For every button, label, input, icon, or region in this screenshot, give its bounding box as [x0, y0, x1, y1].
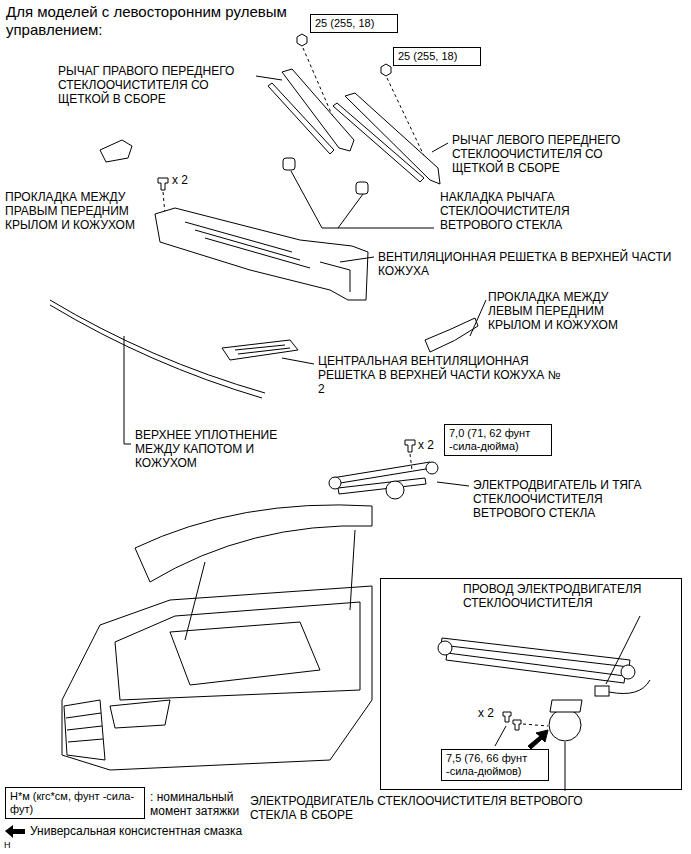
motor-gear — [550, 700, 582, 712]
motor — [386, 481, 404, 499]
wiper-motor — [549, 709, 581, 741]
pivot — [621, 665, 635, 679]
quantity: x 2 — [172, 173, 202, 187]
wiper-linkage — [446, 653, 625, 683]
leader-line — [291, 171, 434, 228]
parts-group — [50, 34, 650, 791]
quantity: x 2 — [418, 438, 442, 452]
leader-line — [124, 336, 131, 444]
part-name: ПРОВОД ЭЛЕКТРОДВИГАТЕЛЯ СТЕКЛООЧИСТИТЕЛЯ — [463, 582, 673, 610]
legend-torque-box: Н*м (кгс*см, фунт -сила-фут) — [5, 787, 145, 819]
leader-line — [606, 616, 640, 684]
part-name: ПРОКЛАДКА МЕЖДУ ПРАВЫМ ПЕРЕДНИМ КРЫЛОМ И… — [5, 190, 155, 232]
leader-lines — [124, 76, 486, 486]
car-body — [62, 586, 372, 770]
grease-arrow-swatch — [5, 825, 25, 838]
wiper-blade — [333, 103, 424, 182]
arm-cover — [283, 158, 295, 170]
bolt — [405, 440, 415, 452]
pivot — [426, 462, 438, 474]
quantity: x 2 — [478, 706, 504, 720]
bolt — [158, 178, 168, 190]
grille-vent — [185, 222, 350, 292]
leader-line — [340, 257, 374, 262]
leader-line — [256, 76, 282, 80]
grille-vent — [235, 345, 290, 354]
dash-line — [523, 724, 548, 726]
part-name: ЦЕНТРАЛЬНАЯ ВЕНТИЛЯЦИОННАЯ РЕШЕТКА В ВЕР… — [318, 354, 570, 396]
diagram-title: Для моделей с левосторонним рулевым упра… — [6, 3, 296, 39]
bolt — [503, 712, 511, 722]
part-name: ВЕРХНЕЕ УПЛОТНЕНИЕ МЕЖДУ КАПОТОМ И КОЖУХ… — [135, 428, 300, 470]
torque-box: 25 (255, 18) — [310, 14, 398, 33]
grease-arrow — [528, 730, 548, 749]
hood-strut — [185, 530, 355, 640]
center-grille — [222, 340, 298, 360]
wiper-linkage — [338, 478, 426, 494]
grille — [64, 700, 105, 760]
leader-line — [432, 143, 448, 152]
wiper-arm — [345, 93, 440, 184]
grille-slat — [66, 713, 103, 742]
hood — [135, 505, 372, 582]
part-name: РЫЧАГ ПРАВОГО ПЕРЕДНЕГО СТЕКЛООЧИСТИТЕЛЯ… — [58, 64, 258, 106]
leader-line — [470, 300, 486, 336]
torque-value: 25 (255, 18) — [315, 17, 393, 30]
nut — [297, 34, 307, 46]
torque-value: 7,5 (76, 66 фунт -сила-дюймов) — [446, 752, 544, 778]
torque-value: 7,0 (71, 62 фунт -сила-дюйма) — [449, 427, 547, 453]
arm-cover — [356, 182, 368, 194]
part-name: ПРОКЛАДКА МЕЖДУ ЛЕВЫМ ПЕРЕДНИМ КРЫЛОМ И … — [488, 290, 648, 332]
dash-line — [410, 454, 412, 470]
wire — [609, 680, 650, 694]
legend-text: Универсальная консистентная смазка — [30, 824, 300, 838]
inset-frame: ПРОВОД ЭЛЕКТРОДВИГАТЕЛЯ СТЕКЛООЧИСТИТЕЛЯ… — [380, 578, 682, 790]
part-name: РЫЧАГ ЛЕВОГО ПЕРЕДНЕГО СТЕКЛООЧИСТИТЕЛЯ … — [452, 133, 647, 175]
fender-seal — [100, 140, 132, 162]
connector — [595, 686, 609, 696]
part-name: ЭЛЕКТРОДВИГАТЕЛЬ И ТЯГА СТЕКЛООЧИСТИТЕЛЯ… — [473, 478, 663, 520]
cowl-grille — [155, 208, 368, 300]
leader-line — [437, 482, 469, 486]
nut — [381, 64, 391, 76]
part-name: ЭЛЕКТРОДВИГАТЕЛЬ СТЕКЛООЧИСТИТЕЛЯ ВЕТРОВ… — [250, 794, 585, 822]
pivot — [329, 477, 341, 489]
wiper-blade — [268, 83, 334, 154]
engine — [170, 622, 320, 685]
headlight — [110, 700, 170, 728]
leader-line — [495, 726, 506, 746]
leader-line — [282, 358, 314, 364]
torque-box: 25 (255, 18) — [393, 47, 481, 66]
leader-line — [565, 742, 566, 791]
part-name: ВЕНТИЛЯЦИОННАЯ РЕШЕТКА В ВЕРХНЕЙ ЧАСТИ К… — [378, 250, 678, 278]
engine-bay — [115, 602, 360, 700]
part-name: НАКЛАДКА РЫЧАГА СТЕКЛООЧИСТИТЕЛЯ ВЕТРОВО… — [440, 190, 605, 232]
legend-text: : номинальный момент затяжки — [150, 790, 245, 818]
figure-code: H — [4, 840, 18, 851]
hood-seal — [50, 300, 265, 398]
pivot — [438, 641, 452, 655]
torque-value: Н*м (кгс*см, фунт -сила-фут) — [10, 790, 140, 816]
torque-box: 7,0 (71, 62 фунт -сила-дюйма) — [444, 424, 552, 456]
torque-box: 7,5 (76, 66 фунт -сила-дюймов) — [441, 749, 549, 781]
bolt — [513, 720, 521, 730]
torque-value: 25 (255, 18) — [398, 50, 476, 63]
